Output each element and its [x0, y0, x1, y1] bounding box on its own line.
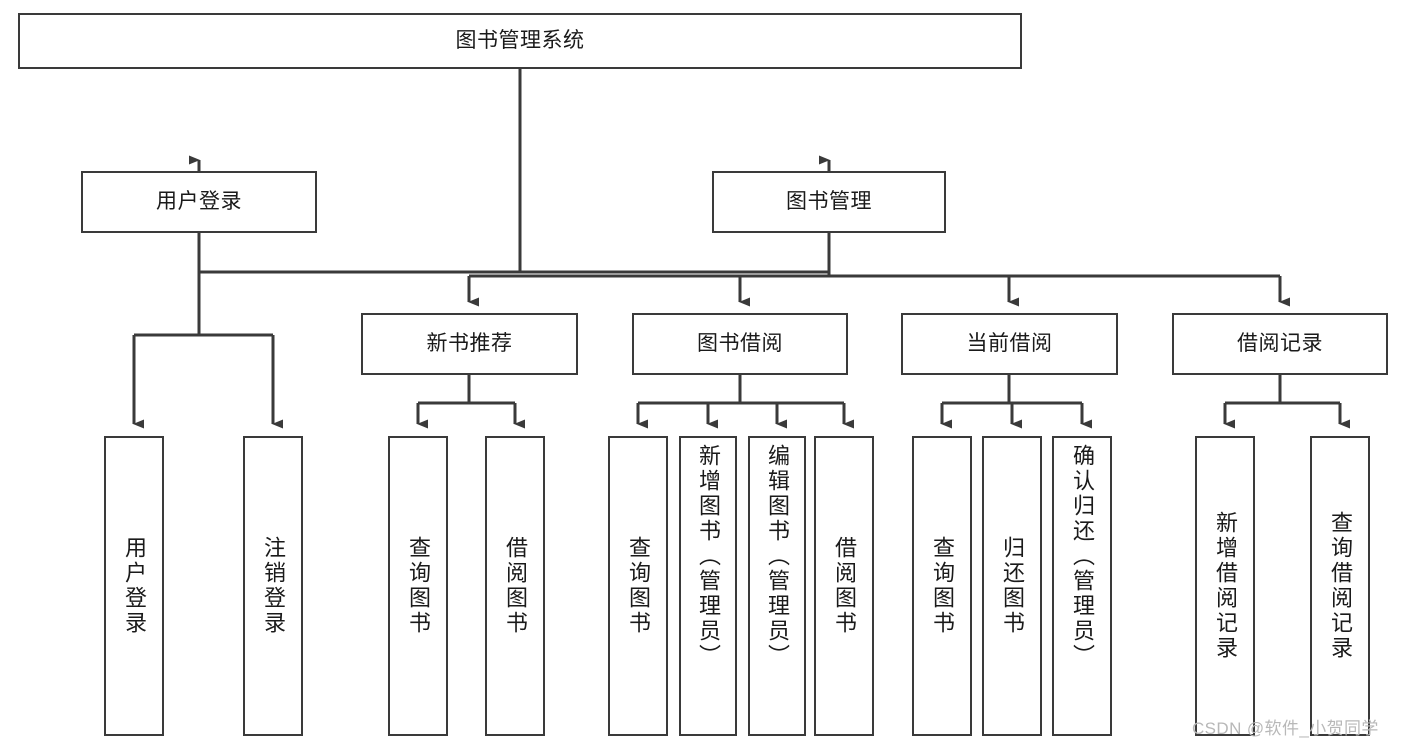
- node-book-management[interactable]: 图书管理: [712, 171, 946, 233]
- leaf-add-borrow-record[interactable]: 新增借阅记录: [1195, 436, 1255, 736]
- leaf-query-book-1[interactable]: 查询图书: [388, 436, 448, 736]
- node-current-borrow[interactable]: 当前借阅: [901, 313, 1118, 375]
- leaf-query-book-2[interactable]: 查询图书: [608, 436, 668, 736]
- node-root[interactable]: 图书管理系统: [18, 13, 1022, 69]
- node-book-management-label: 图书管理: [786, 190, 872, 214]
- node-user-login[interactable]: 用户登录: [81, 171, 317, 233]
- leaf-borrow-book-1-label: 借阅图书: [503, 536, 528, 636]
- node-current-borrow-label: 当前借阅: [966, 332, 1053, 356]
- leaf-user-login-label: 用户登录: [122, 536, 147, 636]
- node-borrow-record[interactable]: 借阅记录: [1172, 313, 1388, 375]
- leaf-user-login[interactable]: 用户登录: [104, 436, 164, 736]
- leaf-borrow-book-1[interactable]: 借阅图书: [485, 436, 545, 736]
- leaf-confirm-return-admin-label: 确认归还（管理员）: [1070, 444, 1095, 669]
- leaf-borrow-book-2-label: 借阅图书: [832, 536, 857, 636]
- csdn-watermark: CSDN @软件_小贺同学: [1192, 719, 1379, 738]
- leaf-add-book-admin-label: 新增图书（管理员）: [696, 444, 721, 669]
- leaf-borrow-book-2[interactable]: 借阅图书: [814, 436, 874, 736]
- leaf-return-book-label: 归还图书: [1000, 536, 1025, 636]
- leaf-query-book-2-label: 查询图书: [626, 536, 651, 636]
- leaf-edit-book-admin-label: 编辑图书（管理员）: [765, 444, 790, 669]
- leaf-logout[interactable]: 注销登录: [243, 436, 303, 736]
- leaf-query-book-3-label: 查询图书: [930, 536, 955, 636]
- node-new-book-recommend-label: 新书推荐: [426, 332, 513, 356]
- leaf-confirm-return-admin[interactable]: 确认归还（管理员）: [1052, 436, 1112, 736]
- leaf-edit-book-admin[interactable]: 编辑图书（管理员）: [748, 436, 806, 736]
- node-user-login-label: 用户登录: [156, 190, 242, 214]
- leaf-query-book-3[interactable]: 查询图书: [912, 436, 972, 736]
- node-new-book-recommend[interactable]: 新书推荐: [361, 313, 578, 375]
- leaf-query-book-1-label: 查询图书: [406, 536, 431, 636]
- leaf-logout-label: 注销登录: [261, 536, 286, 636]
- node-book-borrow[interactable]: 图书借阅: [632, 313, 848, 375]
- leaf-add-book-admin[interactable]: 新增图书（管理员）: [679, 436, 737, 736]
- leaf-query-borrow-record[interactable]: 查询借阅记录: [1310, 436, 1370, 736]
- leaf-query-borrow-record-label: 查询借阅记录: [1328, 511, 1353, 661]
- node-borrow-record-label: 借阅记录: [1237, 332, 1323, 356]
- node-book-borrow-label: 图书借阅: [697, 332, 783, 356]
- node-root-label: 图书管理系统: [455, 29, 585, 53]
- leaf-add-borrow-record-label: 新增借阅记录: [1213, 511, 1238, 661]
- leaf-return-book[interactable]: 归还图书: [982, 436, 1042, 736]
